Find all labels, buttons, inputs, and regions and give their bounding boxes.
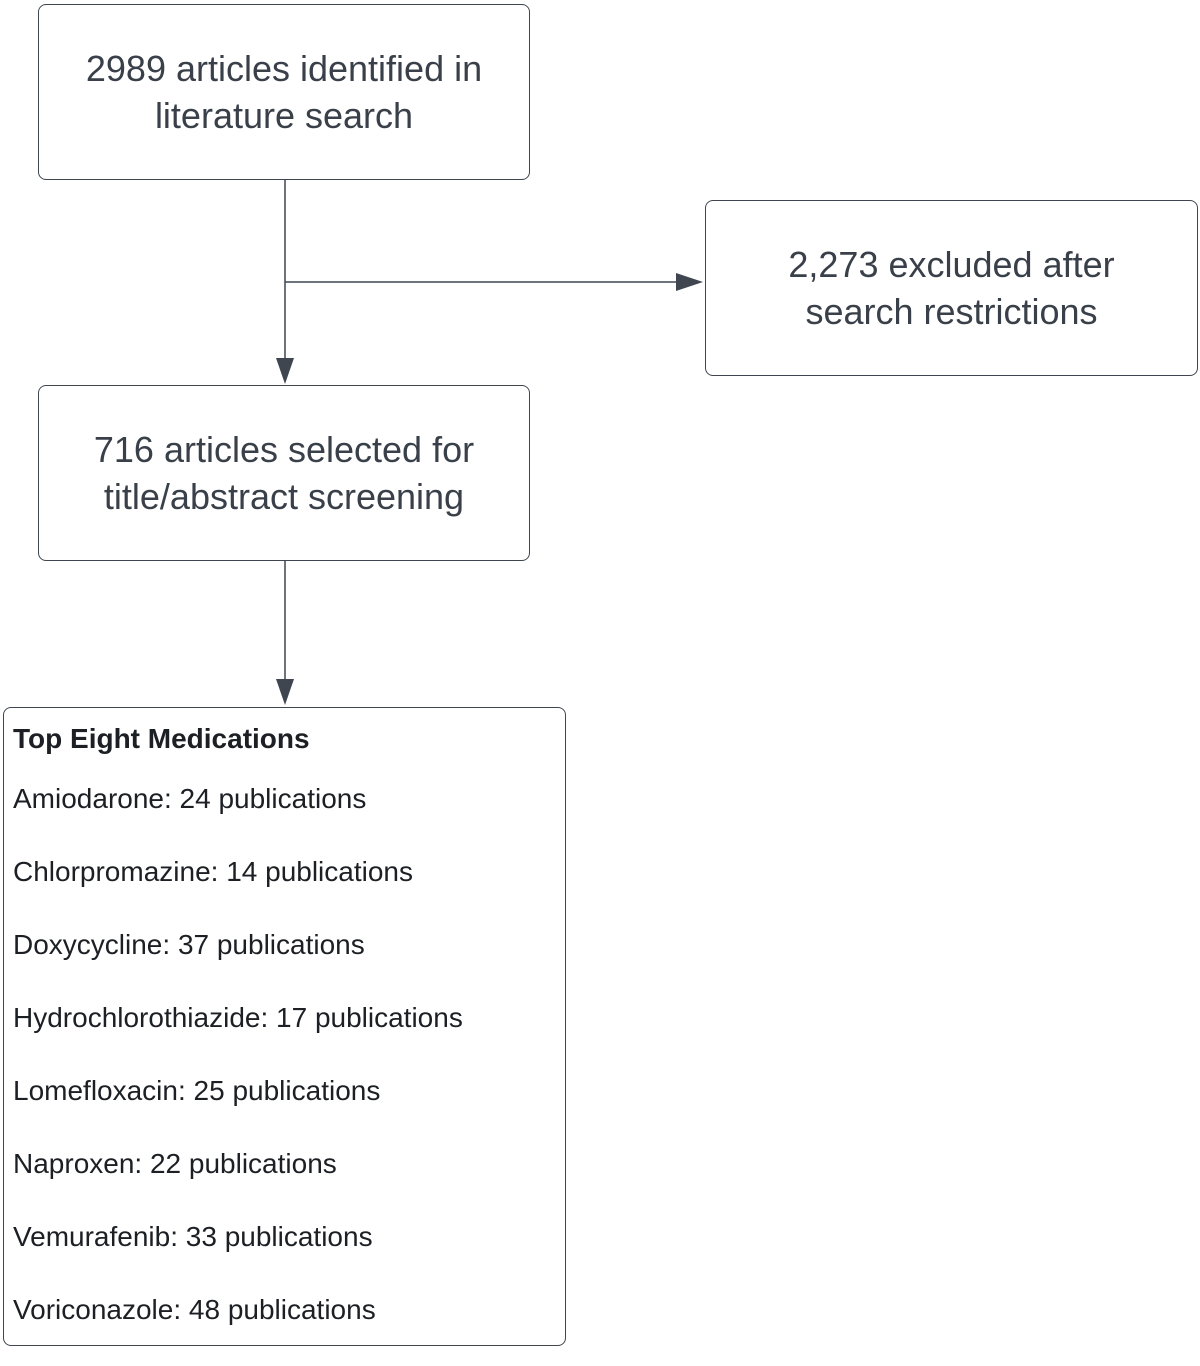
arrowhead-right-icon [676, 273, 703, 291]
list-item: Amiodarone: 24 publications [13, 783, 367, 814]
list-item: Hydrochlorothiazide: 17 publications [13, 1002, 463, 1033]
medications-box: Top Eight Medications Amiodarone: 24 pub… [3, 707, 566, 1346]
excluded-box: 2,273 excluded after search restrictions [705, 200, 1198, 376]
medications-list: Amiodarone: 24 publications Chlorpromazi… [13, 782, 565, 1366]
screening-line-2: title/abstract screening [103, 476, 465, 517]
excluded-line-2: search restrictions [805, 291, 1098, 332]
search-results-line-1: 2989 articles identified in [85, 48, 483, 89]
list-item: Naproxen: 22 publications [13, 1148, 337, 1179]
medications-title: Top Eight Medications [13, 723, 310, 754]
list-item: Voriconazole: 48 publications [13, 1294, 376, 1325]
list-item: Doxycycline: 37 publications [13, 929, 365, 960]
screening-line-1: 716 articles selected for [93, 429, 475, 470]
search-results-box: 2989 articles identified in literature s… [38, 4, 530, 180]
screening-box: 716 articles selected for title/abstract… [38, 385, 530, 561]
list-item: Chlorpromazine: 14 publications [13, 856, 413, 887]
arrowhead-down-icon [276, 358, 294, 384]
arrowhead-down-icon [276, 679, 294, 705]
excluded-line-1: 2,273 excluded after [788, 244, 1115, 285]
list-item: Lomefloxacin: 25 publications [13, 1075, 381, 1106]
list-item: Vemurafenib: 33 publications [13, 1221, 373, 1252]
search-results-line-2: literature search [154, 95, 414, 136]
